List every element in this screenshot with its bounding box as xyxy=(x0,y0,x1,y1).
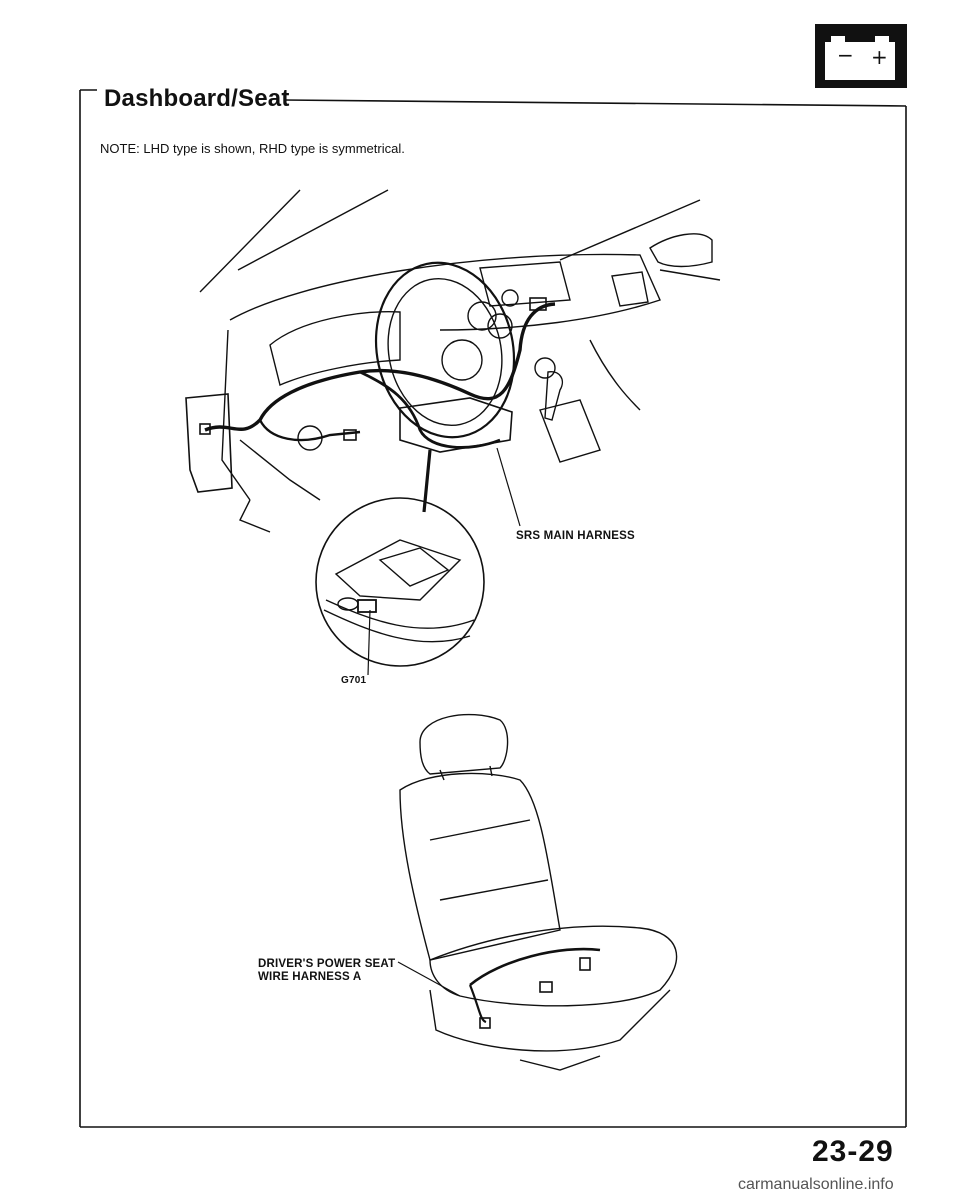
g701-detail-circle xyxy=(315,497,485,667)
srs-main-harness-label: SRS MAIN HARNESS xyxy=(516,530,635,542)
drivers-seat-harness-label: DRIVER'S POWER SEAT WIRE HARNESS A xyxy=(258,958,395,984)
section-title: Dashboard/Seat xyxy=(104,85,290,112)
seat-illustration xyxy=(399,713,678,1071)
battery-plus: + xyxy=(871,45,888,69)
page-number: 23-29 xyxy=(812,1135,894,1168)
dashboard-illustration xyxy=(185,189,721,533)
battery-minus: − xyxy=(837,43,854,67)
watermark: carmanualsonline.info xyxy=(738,1176,894,1193)
battery-icon: − + xyxy=(815,24,907,88)
g701-label: G701 xyxy=(341,675,367,686)
g701-pointer-line xyxy=(367,609,371,676)
drivers-seat-harness-line1: DRIVER'S POWER SEAT xyxy=(258,958,396,970)
driver-seat-pointer-line xyxy=(397,961,461,997)
drivers-seat-harness-line2: WIRE HARNESS A xyxy=(258,971,362,983)
srs-pointer-line xyxy=(496,447,521,527)
note-text: NOTE: LHD type is shown, RHD type is sym… xyxy=(100,141,405,156)
